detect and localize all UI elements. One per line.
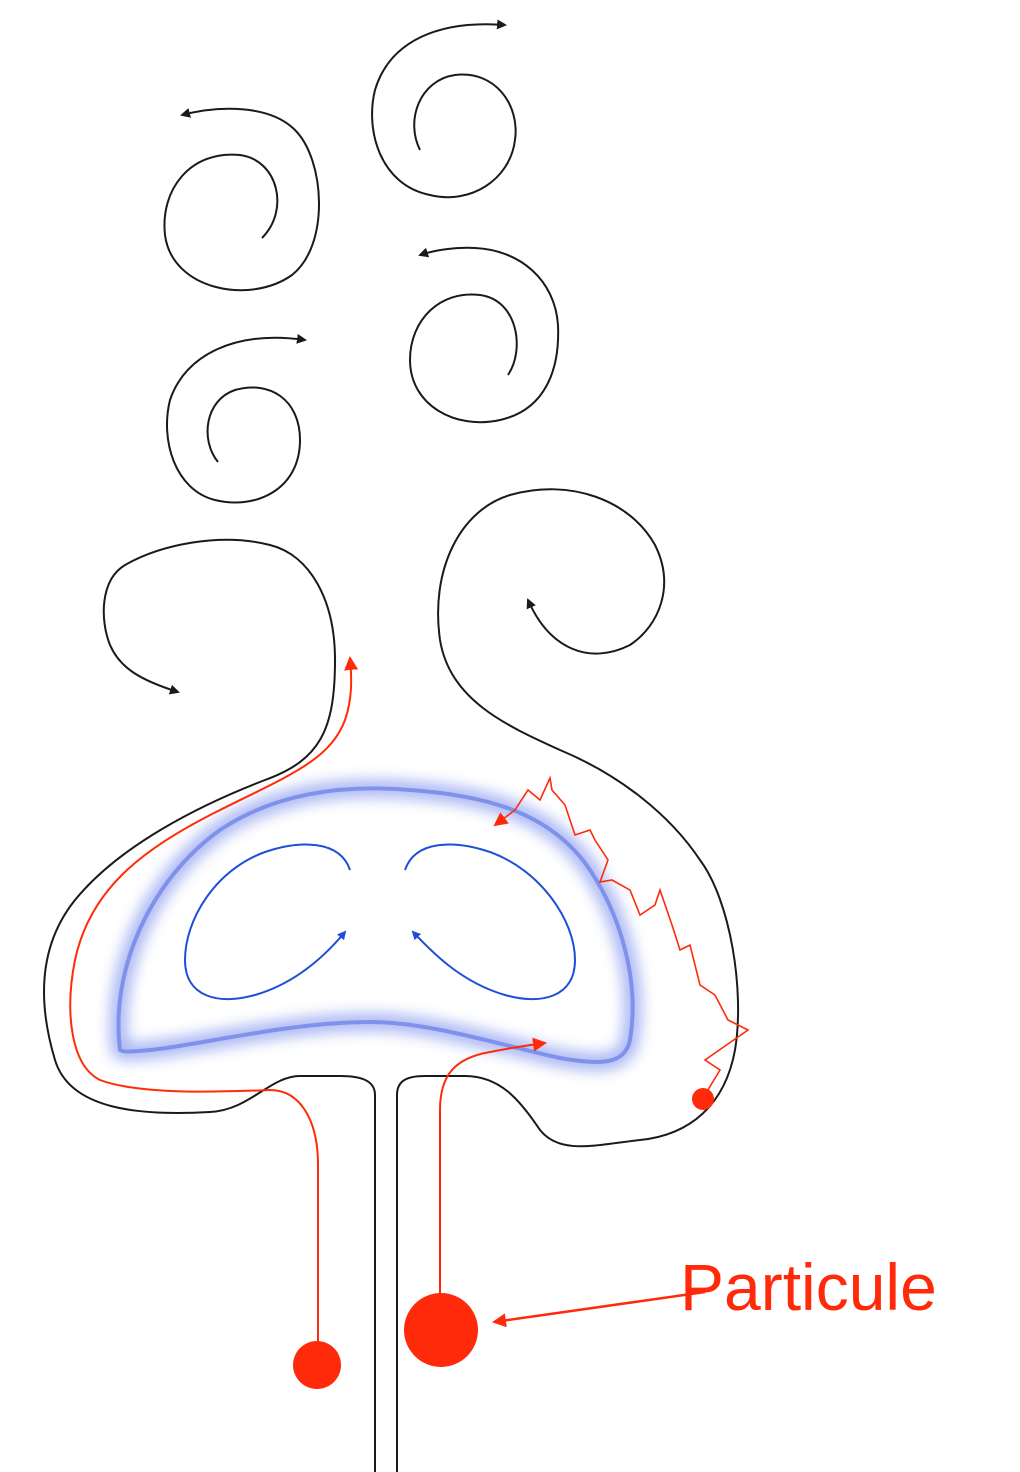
particle-tiny (692, 1088, 714, 1110)
particle-trajectories (70, 658, 748, 1360)
vortex-spiral-middle-left (167, 338, 305, 503)
particle-large (404, 1293, 478, 1367)
upper-vortex-group (164, 24, 558, 502)
vortex-spiral-top-right (372, 24, 516, 197)
vortex-spiral-middle-right (410, 248, 558, 422)
plume-left-curl (44, 540, 375, 1472)
vortex-spiral-top-left (164, 109, 319, 290)
recirculation-left (185, 845, 350, 1000)
particles (293, 1088, 714, 1389)
particle-label: Particule (680, 1250, 937, 1324)
recirculation-right (405, 845, 575, 1000)
particle-small (293, 1341, 341, 1389)
particle-pointer-line (494, 1292, 705, 1322)
vortex-ring (118, 788, 632, 1062)
